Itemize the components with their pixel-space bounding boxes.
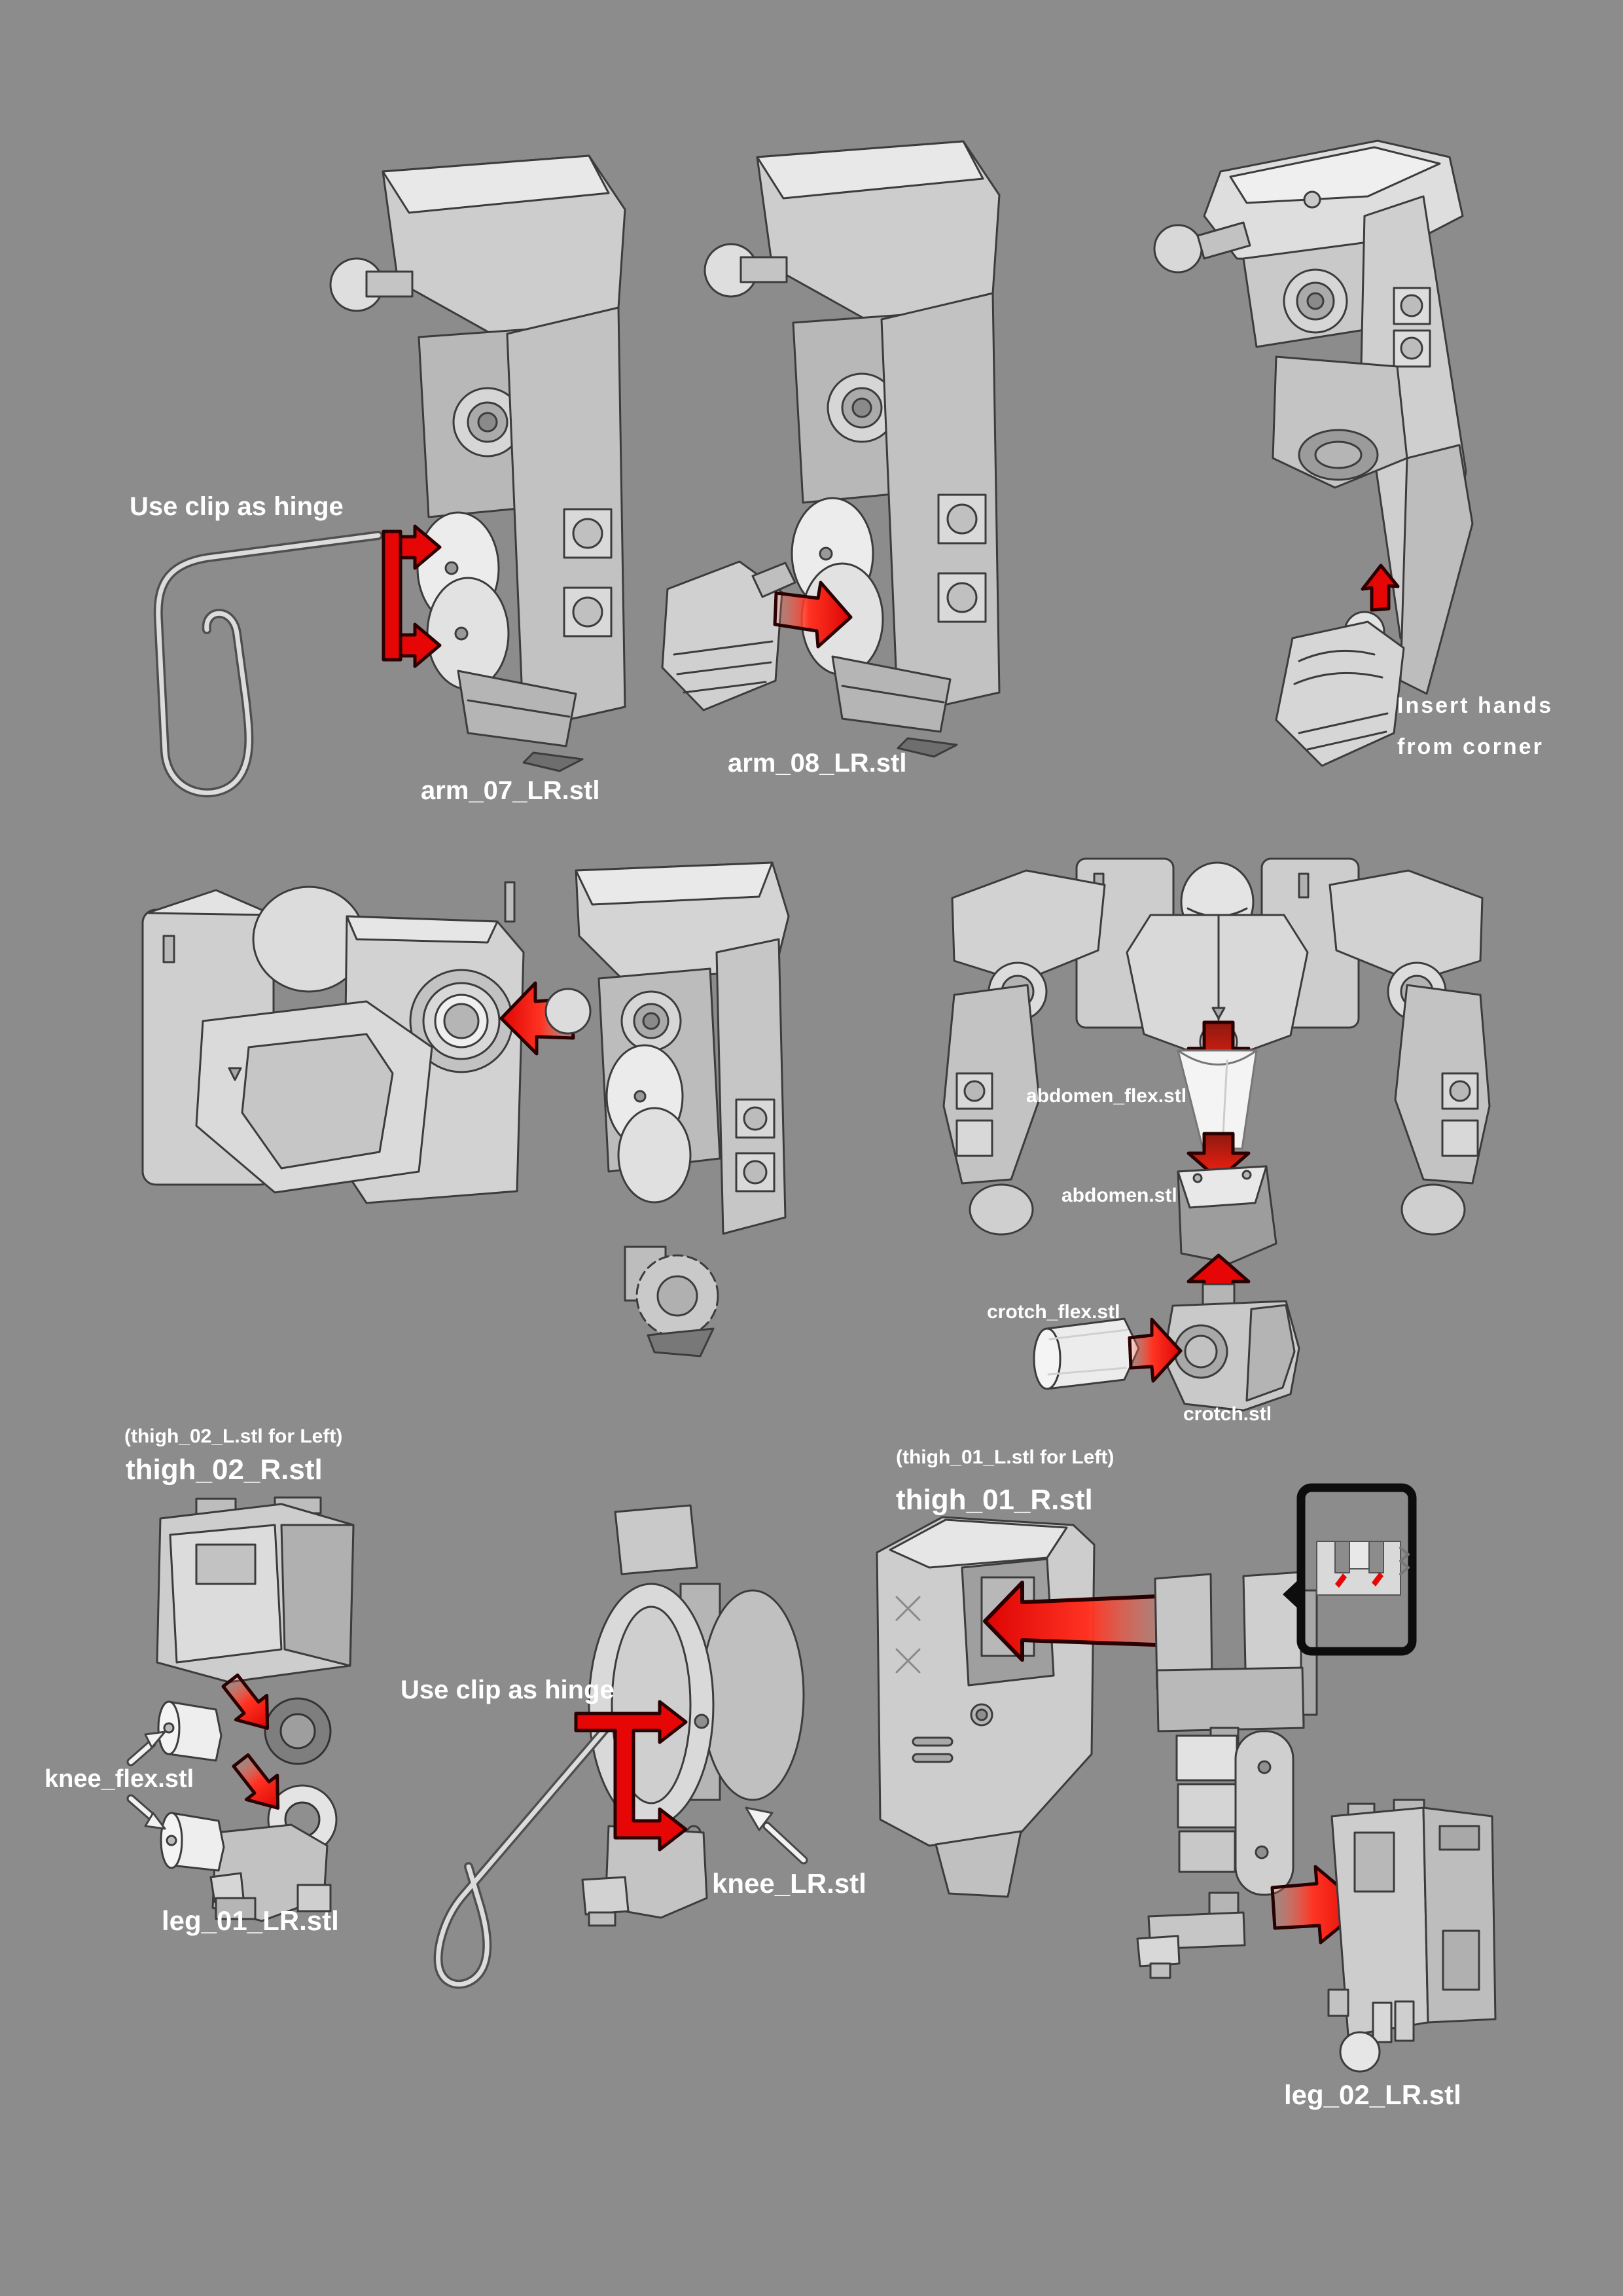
caption-crotch: crotch.stl — [1183, 1403, 1272, 1425]
caption-crotch-flex: crotch_flex.stl — [987, 1301, 1120, 1323]
note-use-clip-hinge-1: Use clip as hinge — [130, 492, 344, 521]
caption-arm-07: arm_07_LR.stl — [421, 776, 600, 805]
arm-underside-render — [1153, 139, 1474, 695]
assembly-arrow-icon — [773, 581, 853, 649]
caption-thigh-01: thigh_01_R.stl — [896, 1484, 1093, 1516]
thigh-01-render — [876, 1516, 1096, 1898]
note-thigh-02-left: (thigh_02_L.stl for Left) — [124, 1426, 343, 1447]
abdomen-render — [1177, 1165, 1277, 1265]
white-pointer-arrow-icon — [126, 1794, 166, 1830]
backpack-render — [141, 881, 525, 1204]
caption-arm-08: arm_08_LR.stl — [728, 749, 907, 778]
crotch-render — [1162, 1283, 1300, 1412]
arm-07-render — [329, 154, 626, 772]
caption-leg-02: leg_02_LR.stl — [1284, 2079, 1461, 2110]
knee-joint-render — [264, 1697, 338, 1855]
clip-bracket-arrow-icon — [382, 524, 442, 668]
clip-closeup-render — [1316, 1541, 1410, 1596]
note-thigh-01-left: (thigh_01_L.stl for Left) — [896, 1446, 1115, 1468]
white-pointer-arrow-icon — [745, 1806, 808, 1865]
assembly-arrow-icon — [221, 1673, 270, 1730]
leg-01-render — [209, 1823, 332, 1922]
arm-08-render — [661, 140, 1001, 758]
paperclip-icon — [153, 531, 383, 798]
note-use-clip-hinge-2: Use clip as hinge — [401, 1676, 615, 1704]
white-pointer-arrow-icon — [126, 1731, 166, 1767]
crotch-flex-render — [1033, 1318, 1140, 1390]
paperclip-icon — [433, 1721, 613, 1989]
note-insert-hands-1: Insert hands — [1397, 693, 1554, 718]
torso-exploded-render — [942, 857, 1491, 1236]
assembly-arrow-icon — [1361, 564, 1400, 612]
fist-part-render — [1275, 611, 1405, 767]
caption-leg-01: leg_01_LR.stl — [162, 1905, 339, 1936]
hand-part-render — [661, 560, 796, 711]
knee-flex-cylinders-render — [157, 1700, 225, 1872]
assembly-arrow-icon — [1186, 1132, 1251, 1181]
thigh-02-render — [156, 1496, 355, 1683]
assembly-arrow-icon — [1128, 1318, 1183, 1383]
clip-bracket-arrow-icon — [574, 1700, 688, 1852]
caption-abdomen-flex: abdomen_flex.stl — [1026, 1085, 1187, 1107]
caption-knee: knee_LR.stl — [712, 1868, 866, 1899]
caption-thigh-02: thigh_02_R.stl — [126, 1454, 323, 1486]
assembly-arrow-icon — [232, 1753, 280, 1810]
leg-02-render — [1327, 1799, 1497, 2073]
caption-knee-flex: knee_flex.stl — [45, 1765, 194, 1793]
caption-abdomen: abdomen.stl — [1061, 1185, 1177, 1206]
detail-inset-icon — [1283, 1483, 1417, 1656]
shoulder-arm-render — [544, 861, 790, 1357]
note-insert-hands-2: from corner — [1397, 734, 1544, 759]
